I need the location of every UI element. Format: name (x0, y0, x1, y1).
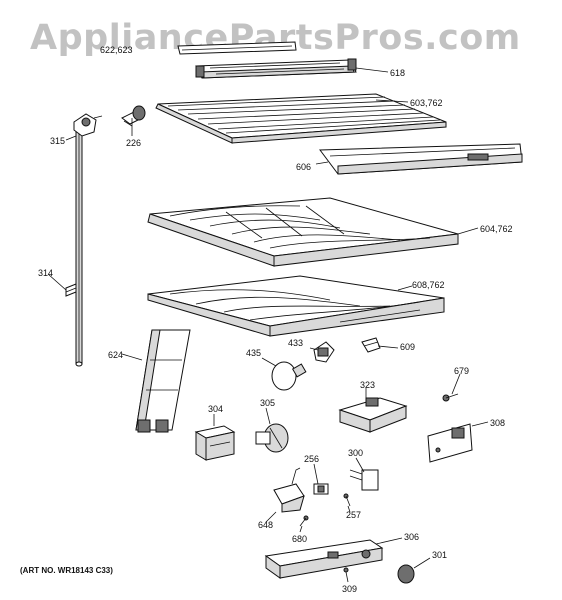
art-number: (ART NO. WR18143 C33) (20, 566, 113, 575)
part-304-box (194, 425, 236, 461)
label-433: 433 (288, 338, 304, 348)
part-300-switch (349, 469, 379, 491)
part-256-connector (313, 483, 329, 495)
part-314-rod (75, 131, 83, 367)
label-256: 256 (304, 454, 320, 464)
label-323: 323 (360, 380, 376, 390)
part-622-bracket (177, 41, 297, 55)
label-609: 609 (400, 342, 416, 352)
part-435-bulb (271, 361, 307, 391)
label-308: 308 (490, 418, 506, 428)
label-226: 226 (126, 138, 142, 148)
part-624-bracket (135, 329, 191, 433)
label-680: 680 (292, 534, 308, 544)
label-606: 606 (296, 162, 312, 172)
label-679: 679 (454, 366, 470, 376)
label-257: 257 (346, 510, 362, 520)
part-648-thermostat (273, 467, 305, 513)
label-648: 648 (258, 520, 274, 530)
part-606-drawer (319, 143, 523, 175)
part-679-screw (442, 393, 459, 402)
label-301: 301 (432, 550, 448, 560)
part-608-cover (147, 275, 445, 337)
part-433-socket (313, 341, 335, 363)
label-314: 314 (38, 268, 54, 278)
part-308-plate (427, 423, 473, 463)
part-309-screw (343, 567, 349, 573)
part-306-housing (264, 539, 384, 579)
label-306: 306 (404, 532, 420, 542)
label-608-762: 608,762 (412, 280, 445, 290)
label-618: 618 (390, 68, 406, 78)
part-305-knob (255, 423, 289, 453)
part-609-clip (361, 337, 381, 353)
part-603-shelf (155, 93, 447, 144)
part-680-screw (299, 515, 309, 527)
label-305: 305 (260, 398, 276, 408)
part-323-housing (338, 397, 408, 433)
label-304: 304 (208, 404, 224, 414)
label-604-762: 604,762 (480, 224, 513, 234)
label-622-623: 622,623 (100, 45, 133, 55)
part-315-fitting (73, 113, 103, 137)
part-301-knob (397, 564, 415, 584)
part-257-screw (343, 493, 351, 507)
label-315: 315 (50, 136, 66, 146)
part-618-rail (195, 58, 357, 79)
part-604-pan (147, 197, 459, 267)
part-226-fitting (121, 105, 146, 127)
watermark: AppliancePartsPros.com (30, 18, 521, 58)
label-624: 624 (108, 350, 124, 360)
label-435: 435 (246, 348, 262, 358)
leader-lines (47, 67, 489, 583)
part-314-clip (65, 283, 77, 297)
label-300: 300 (348, 448, 364, 458)
label-603-762: 603,762 (410, 98, 443, 108)
label-309: 309 (342, 584, 358, 594)
